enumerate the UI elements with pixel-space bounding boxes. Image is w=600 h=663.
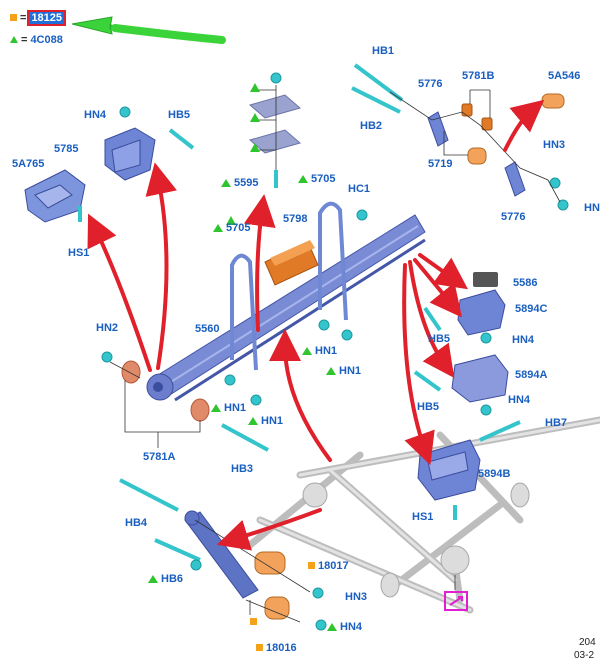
label-18016[interactable]: 18016 (256, 642, 297, 654)
label-18017[interactable]: 18017 (308, 560, 349, 572)
label-hn1-d[interactable]: HN1 (248, 415, 283, 427)
label-5785[interactable]: 5785 (54, 143, 79, 155)
label-hn2[interactable]: HN2 (96, 322, 119, 334)
label-5a765[interactable]: 5A765 (12, 158, 45, 170)
label-5776-bottom[interactable]: 5776 (501, 211, 526, 223)
label-hb7[interactable]: HB7 (545, 417, 568, 429)
bushings-5781b (461, 103, 493, 131)
label-5719[interactable]: 5719 (428, 158, 453, 170)
legend-triangle-row: =4C088 (10, 34, 63, 46)
label-hn1-c[interactable]: HN1 (211, 402, 246, 414)
label-5586[interactable]: 5586 (513, 277, 538, 289)
label-hb5-c[interactable]: HB5 (417, 401, 440, 413)
bracket-5785 (104, 127, 156, 181)
square-code[interactable]: 18125 (27, 10, 67, 26)
green-triangle-icon (10, 36, 18, 43)
label-5705-b[interactable]: 5705 (213, 222, 250, 234)
shims-5595 (248, 94, 302, 154)
label-hs1-a[interactable]: HS1 (68, 247, 90, 259)
label-5894b[interactable]: 5894B (478, 468, 511, 480)
label-hn4-b[interactable]: HN4 (512, 334, 535, 346)
shackle-5776 (427, 111, 526, 197)
leaf-spring-5560 (146, 214, 426, 402)
legend-square-row: =18125 (10, 10, 67, 26)
legend-equals: = (20, 12, 27, 24)
red-arrows (87, 99, 545, 551)
bumper-5798 (264, 240, 319, 286)
label-hn3-top[interactable]: HN3 (543, 139, 566, 151)
label-hb4[interactable]: HB4 (125, 517, 148, 529)
block-5586 (473, 272, 498, 287)
label-hn4-a[interactable]: HN4 (84, 109, 107, 121)
label-hn1-b[interactable]: HN1 (326, 365, 361, 377)
corner-line-1: 204 (579, 637, 596, 648)
label-hb5-b[interactable]: HB5 (428, 333, 451, 345)
label-5a546[interactable]: 5A546 (548, 70, 581, 82)
label-hb6[interactable]: HB6 (148, 573, 183, 585)
label-hn-edge[interactable]: HN (584, 202, 600, 214)
label-5798[interactable]: 5798 (283, 213, 308, 225)
triangle-code[interactable]: 4C088 (30, 34, 63, 46)
label-hn4-d[interactable]: HN4 (327, 621, 362, 633)
label-5781a[interactable]: 5781A (143, 451, 176, 463)
leader-lines (109, 85, 561, 623)
locator-icon (444, 591, 468, 611)
u-bolts-5705 (230, 201, 348, 371)
bushing-5a546 (541, 93, 565, 109)
axle-hubs (302, 482, 530, 598)
label-hb2[interactable]: HB2 (360, 120, 383, 132)
label-hn4-c[interactable]: HN4 (508, 394, 531, 406)
legend-green-arrow (71, 16, 221, 41)
label-5894a[interactable]: 5894A (515, 369, 548, 381)
label-hn1-a[interactable]: HN1 (302, 345, 337, 357)
label-hb1[interactable]: HB1 (372, 45, 395, 57)
label-hb3[interactable]: HB3 (231, 463, 254, 475)
label-hs1-b[interactable]: HS1 (412, 511, 434, 523)
legend-equals: = (21, 34, 28, 46)
label-5560[interactable]: 5560 (195, 323, 220, 335)
label-hc1[interactable]: HC1 (348, 183, 371, 195)
bracket-5a765 (24, 169, 86, 223)
bracket-5894c (457, 289, 506, 336)
label-hn3-b[interactable]: HN3 (345, 591, 368, 603)
fasteners (78, 63, 569, 631)
shock-absorber (184, 510, 259, 599)
orange-square-icon (10, 14, 17, 21)
label-hb5-a[interactable]: HB5 (168, 109, 191, 121)
bushing-5719 (467, 147, 487, 165)
label-5781b[interactable]: 5781B (462, 70, 495, 82)
label-5705-a[interactable]: 5705 (298, 173, 335, 185)
bushings-5781a (121, 360, 210, 422)
label-5776-top[interactable]: 5776 (418, 78, 443, 90)
bracket-5894a (451, 354, 509, 403)
corner-line-2: 03-2 (574, 650, 595, 661)
label-5894c[interactable]: 5894C (515, 303, 548, 315)
label-5595[interactable]: 5595 (221, 177, 258, 189)
bushings-18017-18016 (254, 551, 290, 620)
